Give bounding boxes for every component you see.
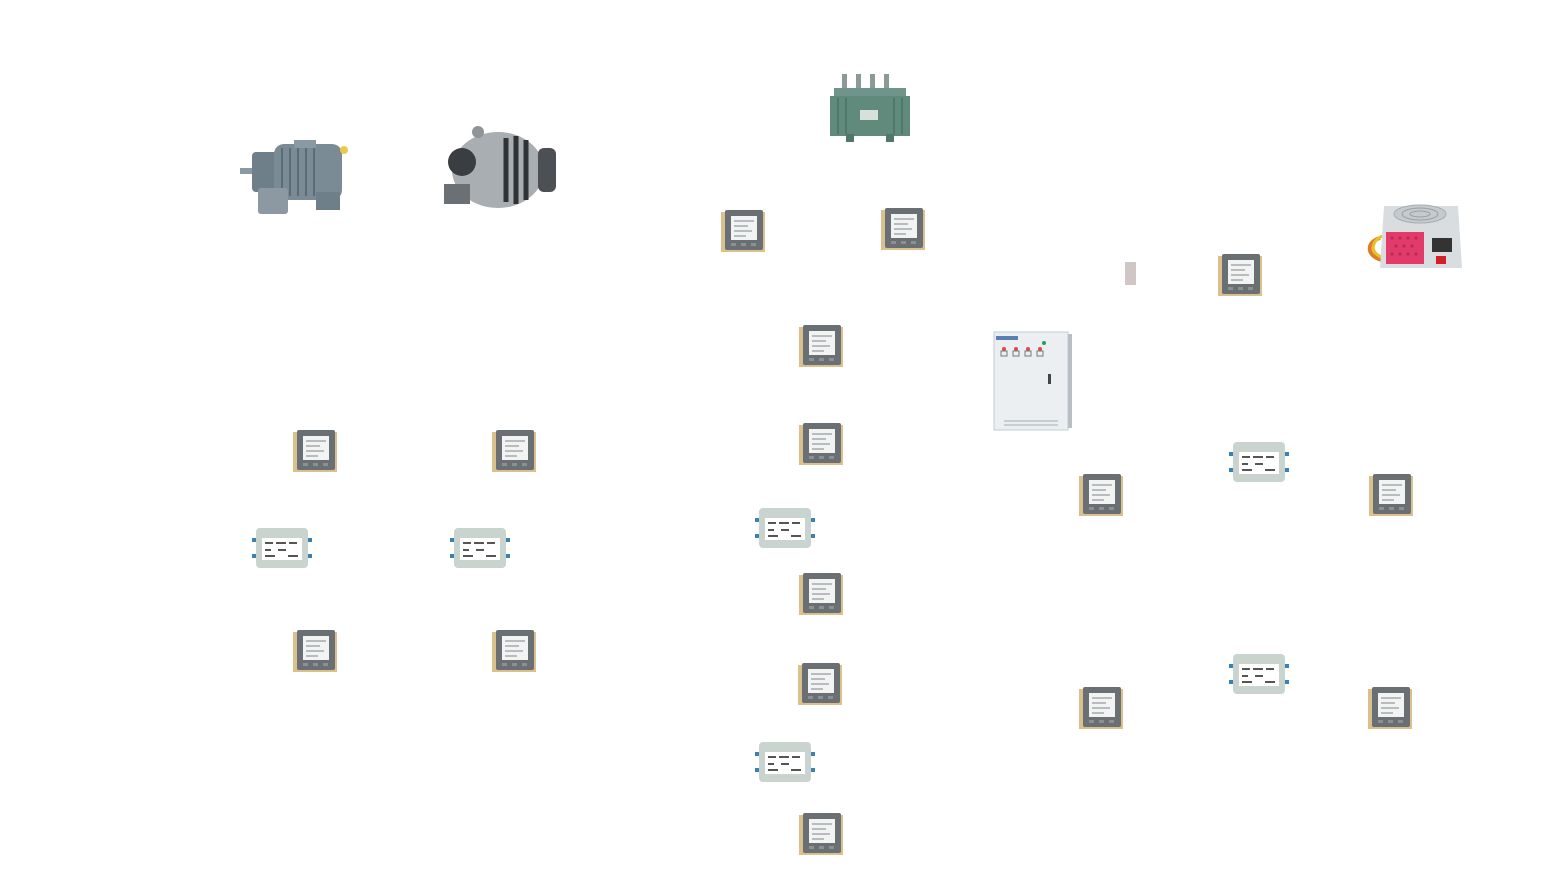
power-meter-icon[interactable] bbox=[490, 428, 538, 474]
power-meter-icon[interactable] bbox=[878, 206, 928, 252]
emi-filter-icon[interactable] bbox=[446, 524, 514, 572]
power-meter-icon[interactable] bbox=[1077, 685, 1125, 731]
power-meter-icon[interactable] bbox=[291, 628, 339, 674]
alternator-icon[interactable] bbox=[426, 120, 560, 218]
power-meter-icon[interactable] bbox=[1366, 685, 1414, 731]
power-meter-icon[interactable] bbox=[718, 208, 768, 254]
power-meter-icon[interactable] bbox=[797, 421, 845, 467]
emi-filter-icon[interactable] bbox=[1225, 438, 1293, 486]
power-supply-icon[interactable] bbox=[1362, 198, 1466, 274]
power-meter-icon[interactable] bbox=[1077, 472, 1125, 518]
power-meter-icon[interactable] bbox=[1366, 472, 1416, 518]
transformer-icon[interactable] bbox=[826, 70, 914, 146]
power-meter-icon[interactable] bbox=[797, 811, 845, 857]
power-meter-icon[interactable] bbox=[797, 323, 845, 369]
emi-filter-icon[interactable] bbox=[1225, 650, 1293, 698]
selection-marker bbox=[1125, 262, 1136, 285]
emi-filter-icon[interactable] bbox=[751, 738, 819, 786]
emi-filter-icon[interactable] bbox=[248, 524, 316, 572]
power-meter-icon[interactable] bbox=[291, 428, 339, 474]
emi-filter-icon[interactable] bbox=[751, 504, 819, 552]
power-meter-icon[interactable] bbox=[1215, 252, 1265, 298]
distribution-cabinet-icon[interactable] bbox=[992, 330, 1074, 432]
electric-motor-icon[interactable] bbox=[238, 130, 360, 216]
power-meter-icon[interactable] bbox=[797, 571, 845, 617]
power-meter-icon[interactable] bbox=[490, 628, 538, 674]
power-meter-icon[interactable] bbox=[796, 661, 844, 707]
